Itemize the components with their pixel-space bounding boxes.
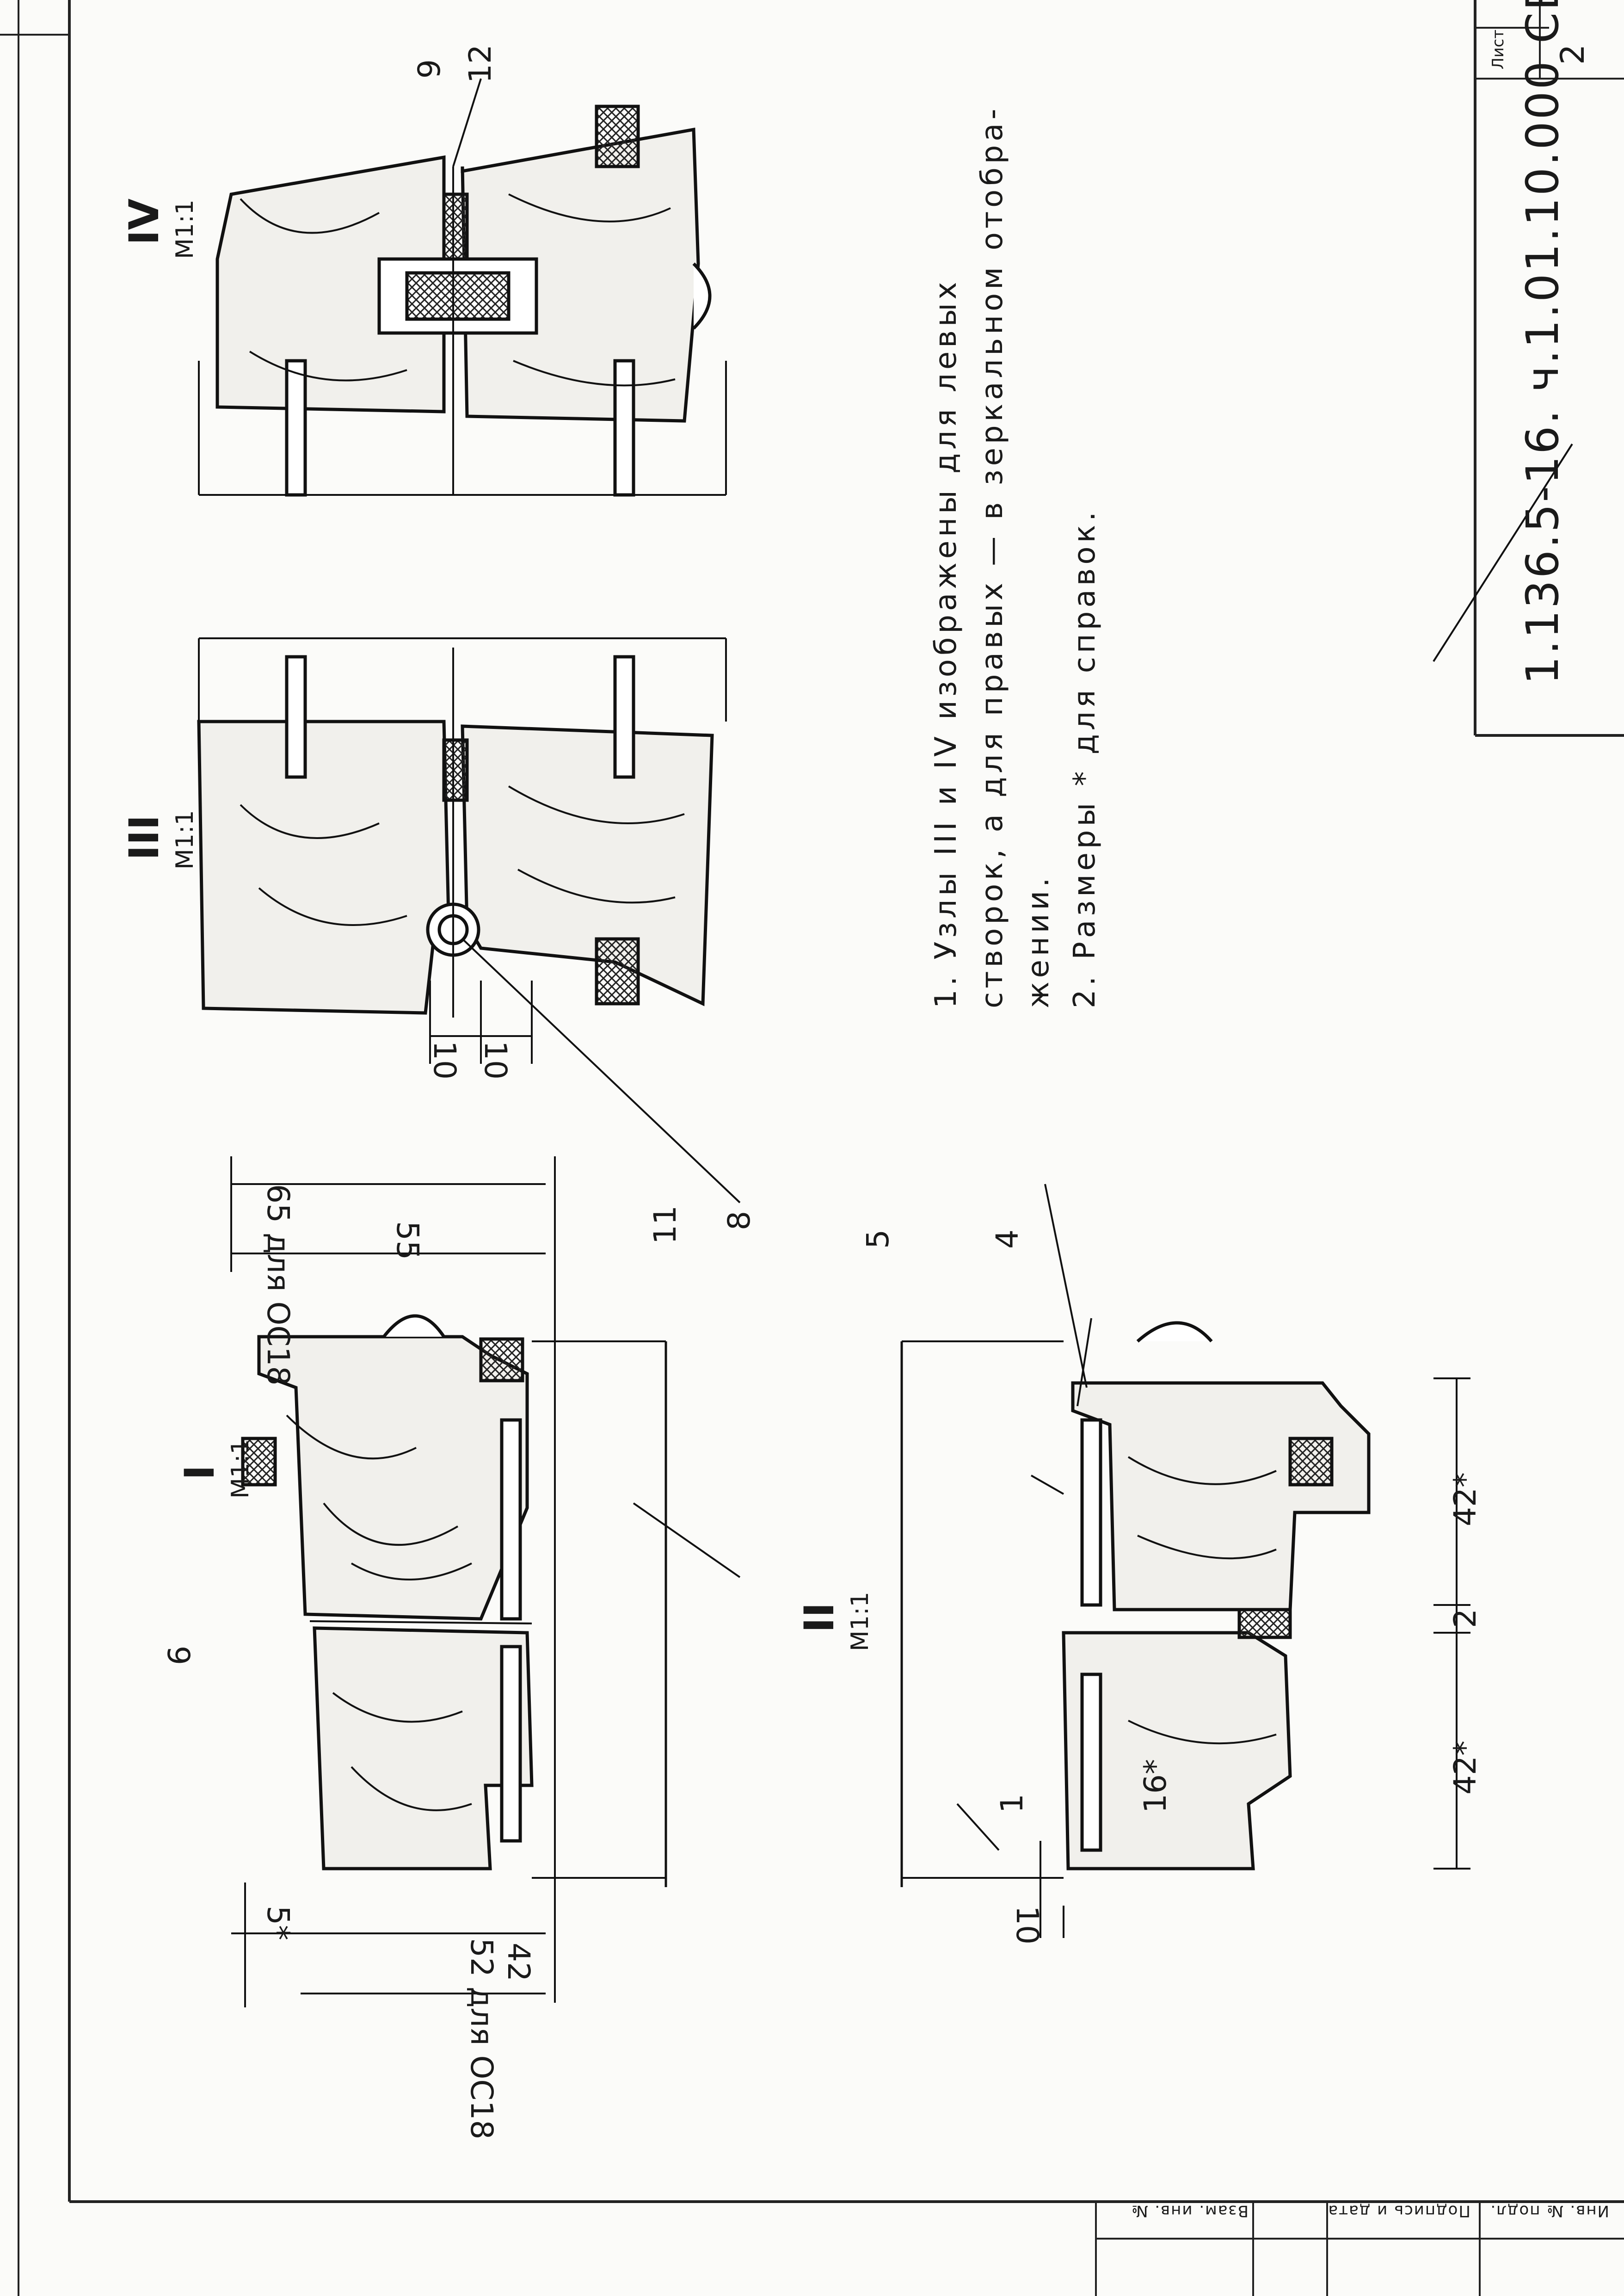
section-3-dimensions xyxy=(429,981,533,1064)
section-1-dimensions xyxy=(230,1156,556,2007)
section-2-dimensions xyxy=(1040,1377,1470,1938)
sheet-label: Лист xyxy=(1489,29,1507,69)
stamp-swap-inv: Взам. инв. № xyxy=(1131,2202,1249,2220)
section-4-title: IV xyxy=(120,198,168,245)
section-1-title: I xyxy=(176,1465,223,1480)
dim-5: 5* xyxy=(260,1906,296,1940)
stamp-sign-date: Подпись и дата xyxy=(1327,2202,1470,2220)
note-line-1: 1. Узлы III и IV изображены для левых xyxy=(929,278,963,1008)
section-3-title: III xyxy=(120,815,168,860)
callout-5: 5 xyxy=(860,1229,896,1249)
note-line-4: 2. Размеры * для справок. xyxy=(1068,508,1102,1009)
section-2-title: II xyxy=(795,1602,843,1633)
title-block xyxy=(1474,0,1624,737)
sheet-number: 2 xyxy=(1554,42,1592,65)
dim-10c: 10 xyxy=(1009,1906,1045,1944)
section-2-scale: М1:1 xyxy=(846,1592,874,1651)
stamp-inv-no: Инв. № подл. xyxy=(1489,2202,1609,2220)
dim-42b: 42* xyxy=(1447,1741,1483,1795)
callout-9: 9 xyxy=(412,59,447,79)
callout-12: 12 xyxy=(462,44,498,83)
dim-10a: 10 xyxy=(427,1041,462,1080)
dim-10b: 10 xyxy=(478,1041,513,1080)
section-2 xyxy=(900,1321,1371,1887)
callout-11: 11 xyxy=(647,1205,683,1244)
dim-52: 52 для ОС18 xyxy=(464,1938,499,2140)
dim-42: 42 xyxy=(501,1943,536,1981)
section-4 xyxy=(198,78,727,497)
section-3-scale: М1:1 xyxy=(171,810,199,870)
note-line-2: створок, а для правых — в зеркальном ото… xyxy=(975,105,1009,1008)
sheet-code: 1.136.5-16. ч.1.01.10.000 СБ xyxy=(1517,0,1569,685)
section-1 xyxy=(241,1314,667,1887)
section-4-scale: М1:1 xyxy=(171,199,199,259)
callout-4: 4 xyxy=(990,1229,1025,1249)
callout-6: 6 xyxy=(162,1646,197,1665)
dim-2: 2 xyxy=(1447,1609,1483,1628)
callout-8: 8 xyxy=(721,1211,757,1230)
stamp-cells xyxy=(1095,2202,1624,2296)
section-3 xyxy=(197,637,741,1204)
note-line-3: жении. xyxy=(1021,874,1056,1008)
dim-42a: 42* xyxy=(1447,1472,1483,1526)
dim-65: 65 для ОС18 xyxy=(260,1184,296,1386)
dim-55: 55 xyxy=(390,1221,425,1260)
section-1-scale: М1:1 xyxy=(227,1439,254,1499)
leader-lines xyxy=(633,443,1573,1851)
dim-16: 16* xyxy=(1138,1759,1173,1813)
callout-1: 1 xyxy=(994,1794,1030,1813)
